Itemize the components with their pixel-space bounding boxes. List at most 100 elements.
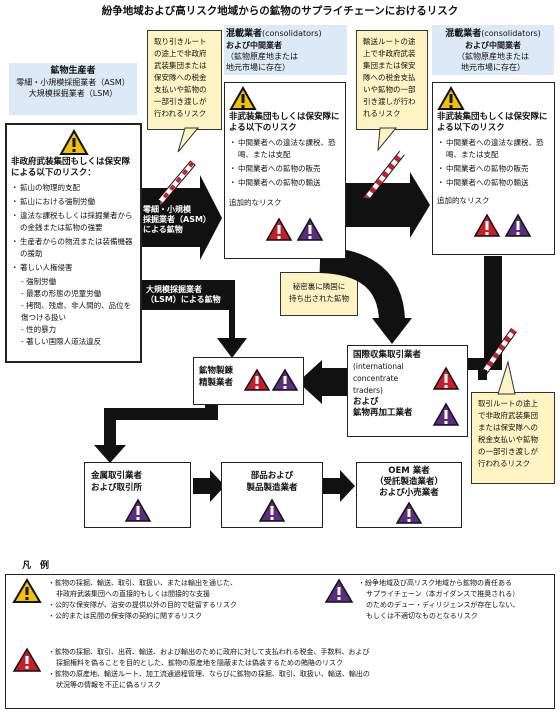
producers-line2: 大規模採掘業者（LSM） (28, 89, 118, 98)
lsm-arrow-label: 大規模採掘業者 （LSM）による鉱物 (146, 285, 221, 305)
warning-icon-yellow (11, 128, 136, 157)
producers-line1: 零細・小規模採掘業者（ASM） (16, 78, 130, 87)
traders-to-smelter-arrow (298, 360, 348, 404)
producer-risk-subitem: - 強制労働 (21, 277, 57, 286)
barrier-left (152, 158, 197, 208)
oem-label-line: OEM 業者 (388, 466, 430, 476)
callout-line: 行われるリスク (478, 459, 531, 468)
legend-purple-line: ・紛争地域及び高リスク地域から鉱物の責任ある (358, 579, 512, 587)
legend-warning-icon-red (12, 647, 42, 677)
right-risk-item: 中間業者への違法な課税、恐喝、または支配 (437, 137, 550, 161)
consolidators-right-title: 混載業者 (445, 29, 482, 39)
smelter-to-exchange-arrow (94, 395, 218, 463)
lsm-arrow (140, 280, 247, 358)
exchange-label-line: および取引所 (91, 483, 143, 493)
components-label-line: 製品製造業者 (246, 483, 298, 493)
callout-line: 武装集団または (154, 61, 207, 70)
callout-line: 持ち出された鉱物 (289, 294, 349, 303)
callout-smuggled: 秘密裏に隣国に 持ち出された鉱物 (280, 272, 358, 316)
smuggle-arrowhead (372, 318, 412, 344)
producer-risk-heading: 非政府武装集団もしくは保安隊による以下のリスク： (11, 157, 131, 178)
mid-to-right-arrow (345, 172, 430, 238)
mid-risk-item: 中間業者への鉱物の販売 (229, 163, 341, 175)
arrow-label-line: 大規模採掘業者 (146, 285, 202, 294)
warning-icon-purple (91, 498, 184, 526)
consolidators-right-paren: (consolidators) (481, 29, 541, 38)
consolidators-right-line2: および中間業者 (465, 41, 521, 50)
callout-tax-route-middle: 輸送ルートの途 上で非政府武装 集団または保安 隊への税金支払 いや鉱物の一部 … (356, 30, 428, 130)
warning-icon-purple (296, 217, 324, 245)
traders-label: traders) (353, 386, 383, 395)
traders-label: (international (353, 362, 404, 371)
consolidators-left-line2: および中間業者 (226, 41, 282, 50)
producers-header: 鉱物生産者 零細・小規模採掘業者（ASM） 大規模採掘業者（LSM） (9, 63, 137, 115)
exchange-node: 金属取引業者 および取引所 (84, 462, 191, 528)
warning-icon-red (473, 213, 501, 241)
callout-line: 集団または保安 (363, 61, 416, 70)
producer-risk-item: 鉱山の物理的支配 (11, 182, 136, 194)
legend-yellow-text: ・鉱物の採掘、輸送、取引、取扱い、または輸出を通じた、 非政府武装集団への直接的… (48, 578, 318, 622)
oem-label-line: （受託製造業者） (374, 477, 443, 487)
mid-risk-item: 中間業者への違法な課税、恐喝、または支配 (229, 137, 341, 161)
callout-line: 隊への税金支払 (363, 73, 416, 82)
callout-line: 輸送ルートの途 (363, 37, 416, 46)
legend-purple-line: サプライチェーン（本ガイダンスで推奨される） (366, 590, 520, 598)
warning-icon-purple (228, 498, 316, 526)
page-title: 紛争地域および高リスク地域からの鉱物のサプライチェーンにおけるリスク (101, 5, 459, 17)
legend-yellow-line: 非政府武装集団への直接的もしくは間接的な支援 (56, 590, 210, 598)
barrier-middle (360, 150, 405, 208)
warning-icon-purple (271, 368, 299, 395)
callout-line: 行われるリスク (154, 109, 207, 118)
consolidators-right-line3: （鉱物原産地または (457, 52, 529, 61)
legend-red-line: 状況等の情報を不正に偽るリスク (56, 681, 161, 689)
producer-risk-item: 鉱山における強制労働 (11, 196, 136, 208)
components-to-oem-arrow (322, 470, 355, 502)
smelter-node: 鉱物製錬 精製業者 (193, 357, 304, 405)
legend-purple-line: のためのデュー・ディリジェンスが存在しない、 (366, 601, 520, 609)
callout-line: れるリスク (363, 109, 401, 118)
legend-box: ・鉱物の採掘、輸送、取引、取扱い、または輸出を通じた、 非政府武装集団への直接的… (5, 574, 555, 709)
callout-tail (497, 360, 516, 395)
consolidators-right-header: 混載業者(consolidators) および中間業者 （鉱物原産地または 地元… (432, 25, 554, 75)
mid-risk-item: 中間業者への鉱物の輸送 (229, 177, 341, 189)
producers-title: 鉱物生産者 (50, 66, 96, 76)
legend-warning-icon-purple (324, 578, 354, 608)
callout-line: 保安隊への税金 (154, 73, 207, 82)
consolidators-left-header: 混載業者(consolidators) および中間業者 （鉱物原産地または 地元… (224, 25, 347, 75)
callout-line: 上で非政府武装 (363, 49, 416, 58)
callout-line: 秘密裏に隣国に (292, 282, 346, 291)
legend-yellow-line: ・公的な保安隊が、治安の提供以外の目的で駐留するリスク (48, 601, 237, 609)
consolidators-left-title: 混載業者 (226, 29, 263, 39)
callout-line: いや鉱物の一部 (363, 85, 416, 94)
producer-risk-item: 違法な課税もしくは採掘業者からの金銭または鉱物の強要 (11, 210, 136, 234)
callout-tail (377, 127, 398, 152)
mid-additional-risk: 追加的なリスク (229, 198, 282, 207)
callout-line: または保安隊への (478, 423, 538, 432)
warning-icon-yellow (229, 85, 341, 112)
barrier-right (478, 327, 517, 380)
warning-icon-yellow (437, 85, 550, 112)
producer-risk-subitem: - 性的暴力 (21, 325, 57, 334)
legend-warning-icon-yellow (12, 578, 42, 608)
warning-icon-red (265, 217, 293, 245)
callout-line: 支払いや鉱物の (154, 85, 207, 94)
legend-yellow-line: ・公的または民間の保安隊の契約に関するリスク (48, 612, 202, 620)
arrow-label-line: （LSM）による鉱物 (146, 295, 221, 304)
warning-icon-red (432, 366, 460, 394)
arrow-label-line: による鉱物 (143, 225, 183, 234)
callout-line: 税金支払いや鉱物 (478, 435, 538, 444)
traders-label: concentrate (353, 374, 399, 383)
callout-line: 一部引き渡しが (154, 97, 207, 106)
exchange-to-components-arrow (193, 470, 225, 502)
arrow-label-line: 採掘業者（ASM） (143, 215, 211, 224)
producer-risk-subitem: - 著しい国際人道法違反 (21, 337, 102, 346)
mid-risk-heading: 非武装集団もしくは保安隊による以下のリスク (229, 112, 340, 133)
oem-label-line: および小売業者 (379, 488, 439, 498)
consolidators-right-line4: 地元市場に存在） (461, 63, 525, 72)
producer-risk-subitem: - 最悪の形態の児童労働 (21, 289, 102, 298)
consolidators-left-line3: （鉱物原産地または (226, 52, 298, 61)
traders-label: 鉱物再加工業者 (353, 408, 413, 418)
components-node: 部品および 製品製造業者 (221, 462, 323, 528)
components-label-line: 部品および (250, 471, 294, 481)
